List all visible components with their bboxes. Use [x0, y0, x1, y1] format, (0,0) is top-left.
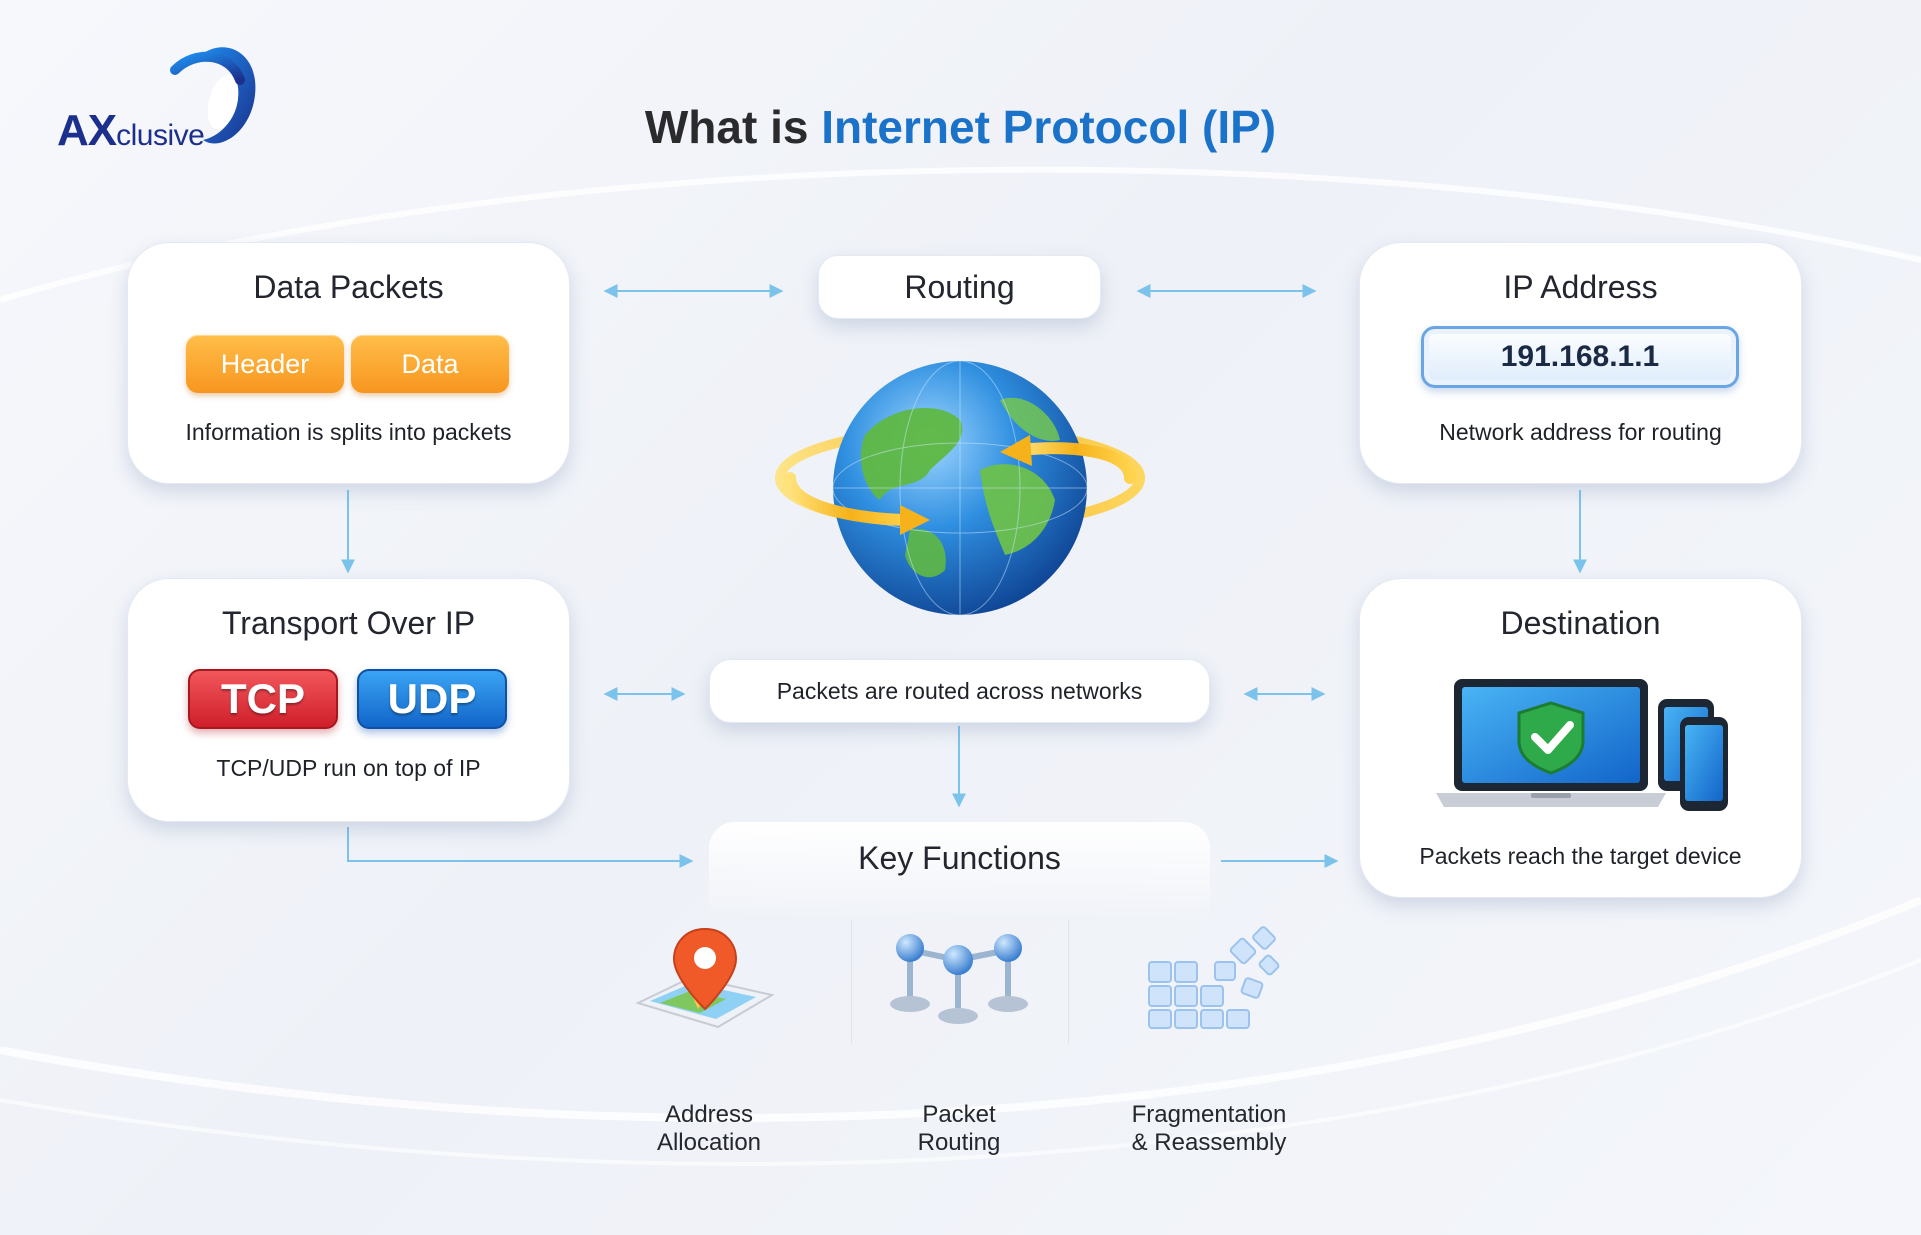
divider — [1068, 920, 1069, 1044]
fragment-blocks-icon — [1148, 926, 1280, 1029]
destination-card: Destination Packets reach the target dev… — [1359, 578, 1802, 898]
laptop-phone-icon — [1436, 679, 1728, 811]
function-label-line: Address — [664, 1101, 754, 1128]
transport-description: TCP/UDP run on top of IP — [216, 755, 481, 781]
routed-bar: Packets are routed across networks — [709, 659, 1210, 723]
function-label-fragmentation: Fragmentation & Reassembly — [1089, 1101, 1329, 1157]
data-packets-description: Information is splits into packets — [185, 419, 512, 445]
data-packets-card: Data Packets Header Data Information is … — [127, 242, 570, 484]
data-packets-title: Data Packets — [253, 269, 444, 305]
logo-swirl-icon — [170, 47, 256, 144]
ip-address-description: Network address for routing — [1439, 419, 1722, 445]
ip-address-value: 191.168.1.1 — [1421, 326, 1739, 388]
page-title: What is Internet Protocol (IP) — [0, 100, 1921, 154]
logo-text-bold: AX — [57, 106, 117, 155]
routing-card: Routing — [818, 255, 1101, 319]
destination-description: Packets reach the target device — [1419, 843, 1742, 869]
brand-logo: AXclusive — [55, 40, 285, 160]
routed-description: Packets are routed across networks — [776, 678, 1143, 704]
logo-text: AXclusive — [57, 106, 205, 156]
title-highlight: Internet Protocol (IP) — [821, 101, 1277, 153]
transport-card: Transport Over IP TCP UDP TCP/UDP run on… — [127, 578, 570, 822]
key-functions-panel: Key Functions — [709, 822, 1210, 922]
function-label-address: Address Allocation — [589, 1101, 829, 1157]
network-nodes-icon — [890, 934, 1028, 1024]
function-label-routing: Packet Routing — [839, 1101, 1079, 1157]
function-label-line: Allocation — [656, 1129, 762, 1156]
function-label-line: Fragmentation — [1131, 1101, 1287, 1128]
logo-text-rest: clusive — [116, 119, 205, 152]
title-prefix: What is — [644, 101, 822, 153]
function-label-line: & Reassembly — [1131, 1129, 1287, 1156]
divider — [851, 920, 852, 1044]
function-label-line: Routing — [917, 1129, 1001, 1156]
udp-badge: UDP — [357, 669, 507, 729]
tcp-badge: TCP — [188, 669, 338, 729]
routing-title: Routing — [904, 269, 1015, 305]
transport-title: Transport Over IP — [221, 605, 476, 641]
map-pin-icon — [635, 927, 775, 1029]
globe-icon — [775, 360, 1145, 616]
destination-title: Destination — [1500, 605, 1661, 641]
ip-address-title: IP Address — [1503, 269, 1658, 305]
function-label-line: Packet — [922, 1101, 996, 1128]
data-pill: Data — [351, 335, 509, 393]
key-functions-title: Key Functions — [858, 840, 1061, 876]
header-pill: Header — [186, 335, 344, 393]
arrow-transport-keyfunctions — [347, 827, 694, 868]
